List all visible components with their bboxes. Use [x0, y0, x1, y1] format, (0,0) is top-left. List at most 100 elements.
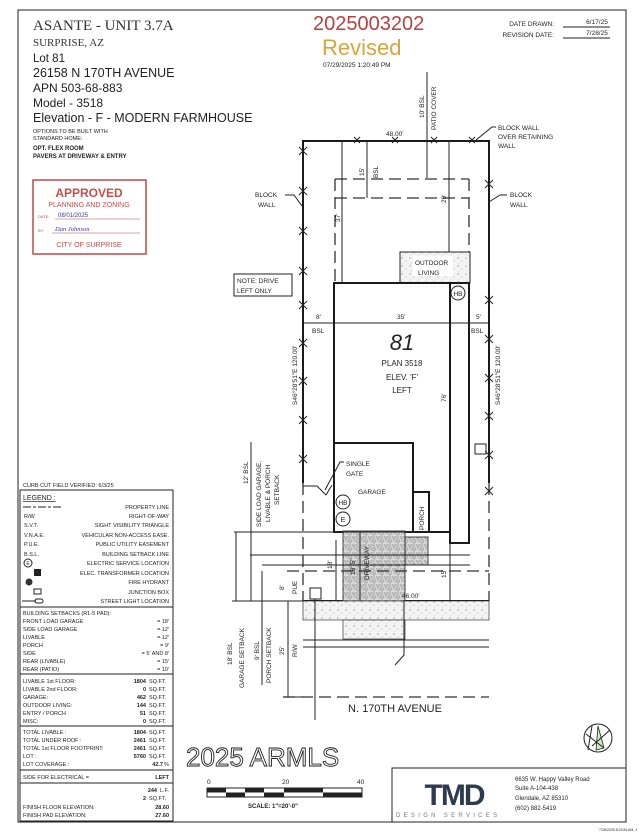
- single-gate: [303, 484, 333, 496]
- rear-patio-bsl-label: 10' BSL: [419, 95, 426, 118]
- gate-label: SINGLE: [346, 461, 371, 468]
- bsl-label: BSL: [312, 328, 325, 335]
- scale-bar: 0 20 40 SCALE: 1"=20'-0": [206, 779, 365, 810]
- legend-symbol: V.N.A.E.: [24, 533, 45, 539]
- stamp-dept: PLANNING AND ZONING: [48, 202, 129, 209]
- legend-item: PROPERTY LINE: [125, 505, 169, 511]
- pue-label: PUE: [292, 580, 299, 594]
- area-unit: SQ.FT.: [149, 687, 167, 693]
- revision-date: 7/28/25: [586, 30, 608, 37]
- options-note: STANDARD HOME:: [33, 136, 83, 142]
- block-wall-label: OVER RETAINING: [498, 134, 553, 141]
- scale-tick: 20: [282, 779, 290, 786]
- area-unit: SQ.FT.: [149, 695, 167, 701]
- row-dimension: 25': [279, 647, 286, 655]
- curb-cut-note: CURB CUT FIELD VERIFIED: 6/3/25: [23, 483, 114, 489]
- setback-label: REAR (LIVABLE): [23, 659, 66, 665]
- property-line: [302, 140, 490, 483]
- setback-label: SIDE: [23, 651, 36, 657]
- street-name: N. 170TH AVENUE: [348, 703, 442, 715]
- address: 26158 N 170TH AVENUE: [33, 66, 175, 80]
- print-timestamp: 7/28/2025 8:23:59 AM, J: [599, 828, 637, 832]
- linear-feet-value: 244: [148, 788, 158, 794]
- total-label: TOTAL UNDER ROOF :: [23, 738, 82, 744]
- area-value: 51: [140, 711, 146, 717]
- porch-label: PORCH: [419, 506, 426, 530]
- garage-setback-label: GARAGE SETBACK: [239, 627, 246, 688]
- scale-tick: 0: [207, 779, 211, 786]
- unit: L.F.: [160, 788, 169, 794]
- drive-note: LEFT ONLY: [237, 288, 272, 295]
- total-label: LOT COVERAGE :: [23, 762, 70, 768]
- model: Model - 3518: [33, 96, 103, 110]
- side-bsl-label: 12' BSL: [243, 461, 250, 484]
- junction-box-icon: [309, 587, 322, 600]
- area-value: 2: [143, 796, 146, 802]
- block-wall-label: WALL: [510, 202, 528, 209]
- project-header: ASANTE - UNIT 3.7A SURPRISE, AZ Lot 81 2…: [33, 18, 252, 160]
- total-unit: SQ.FT.: [149, 746, 167, 752]
- transformer-icon: [474, 443, 487, 455]
- side-dimension: 8': [316, 314, 321, 321]
- total-label: LOT :: [23, 754, 37, 760]
- rear-dimension: 15': [359, 168, 366, 176]
- setback-label: FRONT LOAD GARAGE: [23, 619, 84, 625]
- area-value: 1804: [134, 679, 147, 685]
- area-label: ENTRY / PORCH: [23, 711, 66, 717]
- dimension-29: 29': [441, 195, 448, 203]
- side-load-setback-label: SETBACK: [274, 474, 281, 505]
- area-unit: SQ.FT.: [149, 679, 167, 685]
- setback-value: = 12': [157, 627, 169, 633]
- hose-bib-label: HB: [338, 500, 347, 507]
- drive-note: NOTE: DRIVE: [237, 278, 279, 285]
- legend-symbol: E: [26, 561, 30, 567]
- setback-value: = 10': [157, 667, 169, 673]
- site-plan: HB HB E 10' BSL PATIO COVER 48.00': [227, 72, 553, 720]
- option-item: OPT. FLEX ROOM: [33, 146, 84, 152]
- permit-timestamp: 07/29/2025 1:20:49 PM: [323, 62, 391, 69]
- revision-date-label: REVISION DATE:: [502, 32, 554, 39]
- block-wall-label: BLOCK: [255, 192, 278, 199]
- porch-pavers: [404, 536, 429, 566]
- garage-footprint: [333, 442, 414, 533]
- sidewalk: [302, 600, 490, 621]
- legend-item: ELEC. TRANSFORMER LOCATION: [80, 571, 169, 577]
- permit-number: 2025003202: [313, 13, 424, 35]
- driveway-label: DRIVEWAY: [364, 545, 371, 580]
- legend-item: ELECTRIC SERVICE LOCATION: [87, 561, 169, 567]
- outdoor-living-label: OUTDOOR: [415, 260, 449, 267]
- house-depth-dimension: 76': [441, 394, 448, 402]
- area-unit: SQ.FT.: [149, 719, 167, 725]
- setback-value: = 15': [157, 659, 169, 665]
- legend-and-tables: CURB CUT FIELD VERIFIED: 6/3/25 LEGEND :…: [19, 483, 174, 822]
- house-footprint: [333, 282, 470, 544]
- sheet-border: [17, 9, 627, 823]
- front-dimension: 15': [441, 570, 448, 578]
- lot-number-label: 81: [390, 330, 414, 355]
- setbacks-table: BUILDING SETBACKS (R1-5 PAD): FRONT LOAD…: [23, 611, 169, 673]
- block-wall-label: BLOCK: [510, 192, 533, 199]
- legend-symbol: P.U.E.: [24, 542, 40, 548]
- total-value: 1804: [134, 730, 147, 736]
- total-unit: SQ.FT.: [149, 738, 167, 744]
- total-value: 2461: [134, 746, 146, 752]
- total-unit: %: [164, 762, 169, 768]
- bsl-label: BSL: [373, 165, 380, 178]
- company-address: 6635 W. Happy Valley Road: [515, 777, 590, 783]
- stamp-by-label: BY:: [38, 228, 44, 233]
- hose-bib-label: HB: [453, 291, 462, 298]
- area-value: 0: [143, 687, 146, 693]
- gate-label: GATE: [346, 471, 364, 478]
- patio-cover-label: PATIO COVER: [431, 86, 438, 130]
- total-unit: SQ.FT.: [149, 730, 167, 736]
- area-label: LIVABLE 2nd FLOOR:: [23, 687, 78, 693]
- setback-value: = 12': [157, 635, 169, 641]
- scale-tick: 40: [357, 779, 365, 786]
- porch-bsl-label: 9' BSL: [254, 641, 261, 660]
- garage-label: GARAGE: [358, 489, 386, 496]
- legend-title: LEGEND :: [23, 495, 56, 502]
- front-bsl-label: 18' BSL: [227, 642, 234, 665]
- elevation: Elevation - F - MODERN FARMHOUSE: [33, 111, 252, 125]
- setback-value: = 18': [157, 619, 169, 625]
- setback-label: SIDE LOAD GARAGE: [23, 627, 78, 633]
